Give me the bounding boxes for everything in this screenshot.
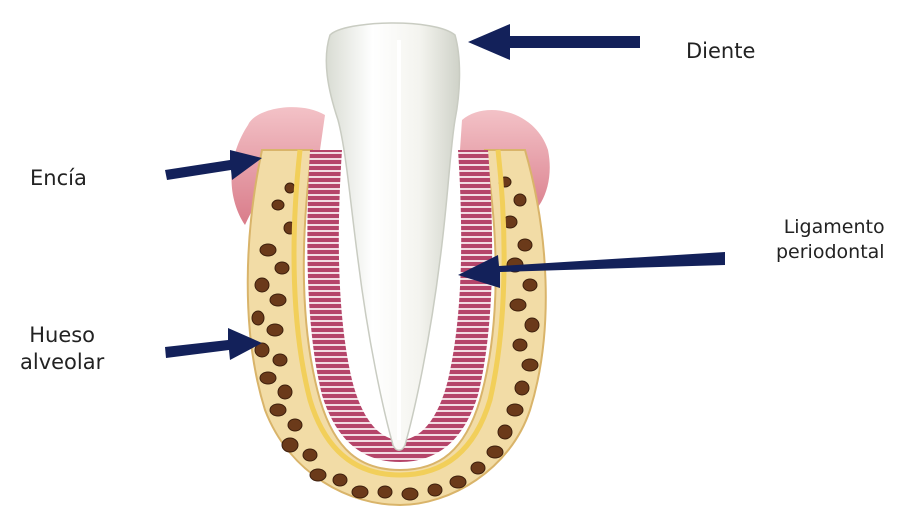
label-diente: Diente	[686, 38, 755, 65]
arrow-diente	[468, 24, 640, 60]
label-hueso-alveolar: Hueso alveolar	[20, 322, 104, 377]
label-diente-text: Diente	[686, 38, 755, 65]
label-ligamento-line2: periodontal	[776, 240, 885, 265]
label-ligamento-periodontal: Ligamento periodontal	[776, 215, 885, 264]
label-encia-text: Encía	[30, 165, 87, 192]
label-hueso-line1: Hueso	[20, 322, 104, 349]
arrow-hueso	[165, 328, 262, 360]
label-ligamento-line1: Ligamento	[776, 215, 885, 240]
arrow-ligamento	[458, 252, 725, 288]
label-encia: Encía	[30, 165, 87, 192]
label-hueso-line2: alveolar	[20, 349, 104, 376]
